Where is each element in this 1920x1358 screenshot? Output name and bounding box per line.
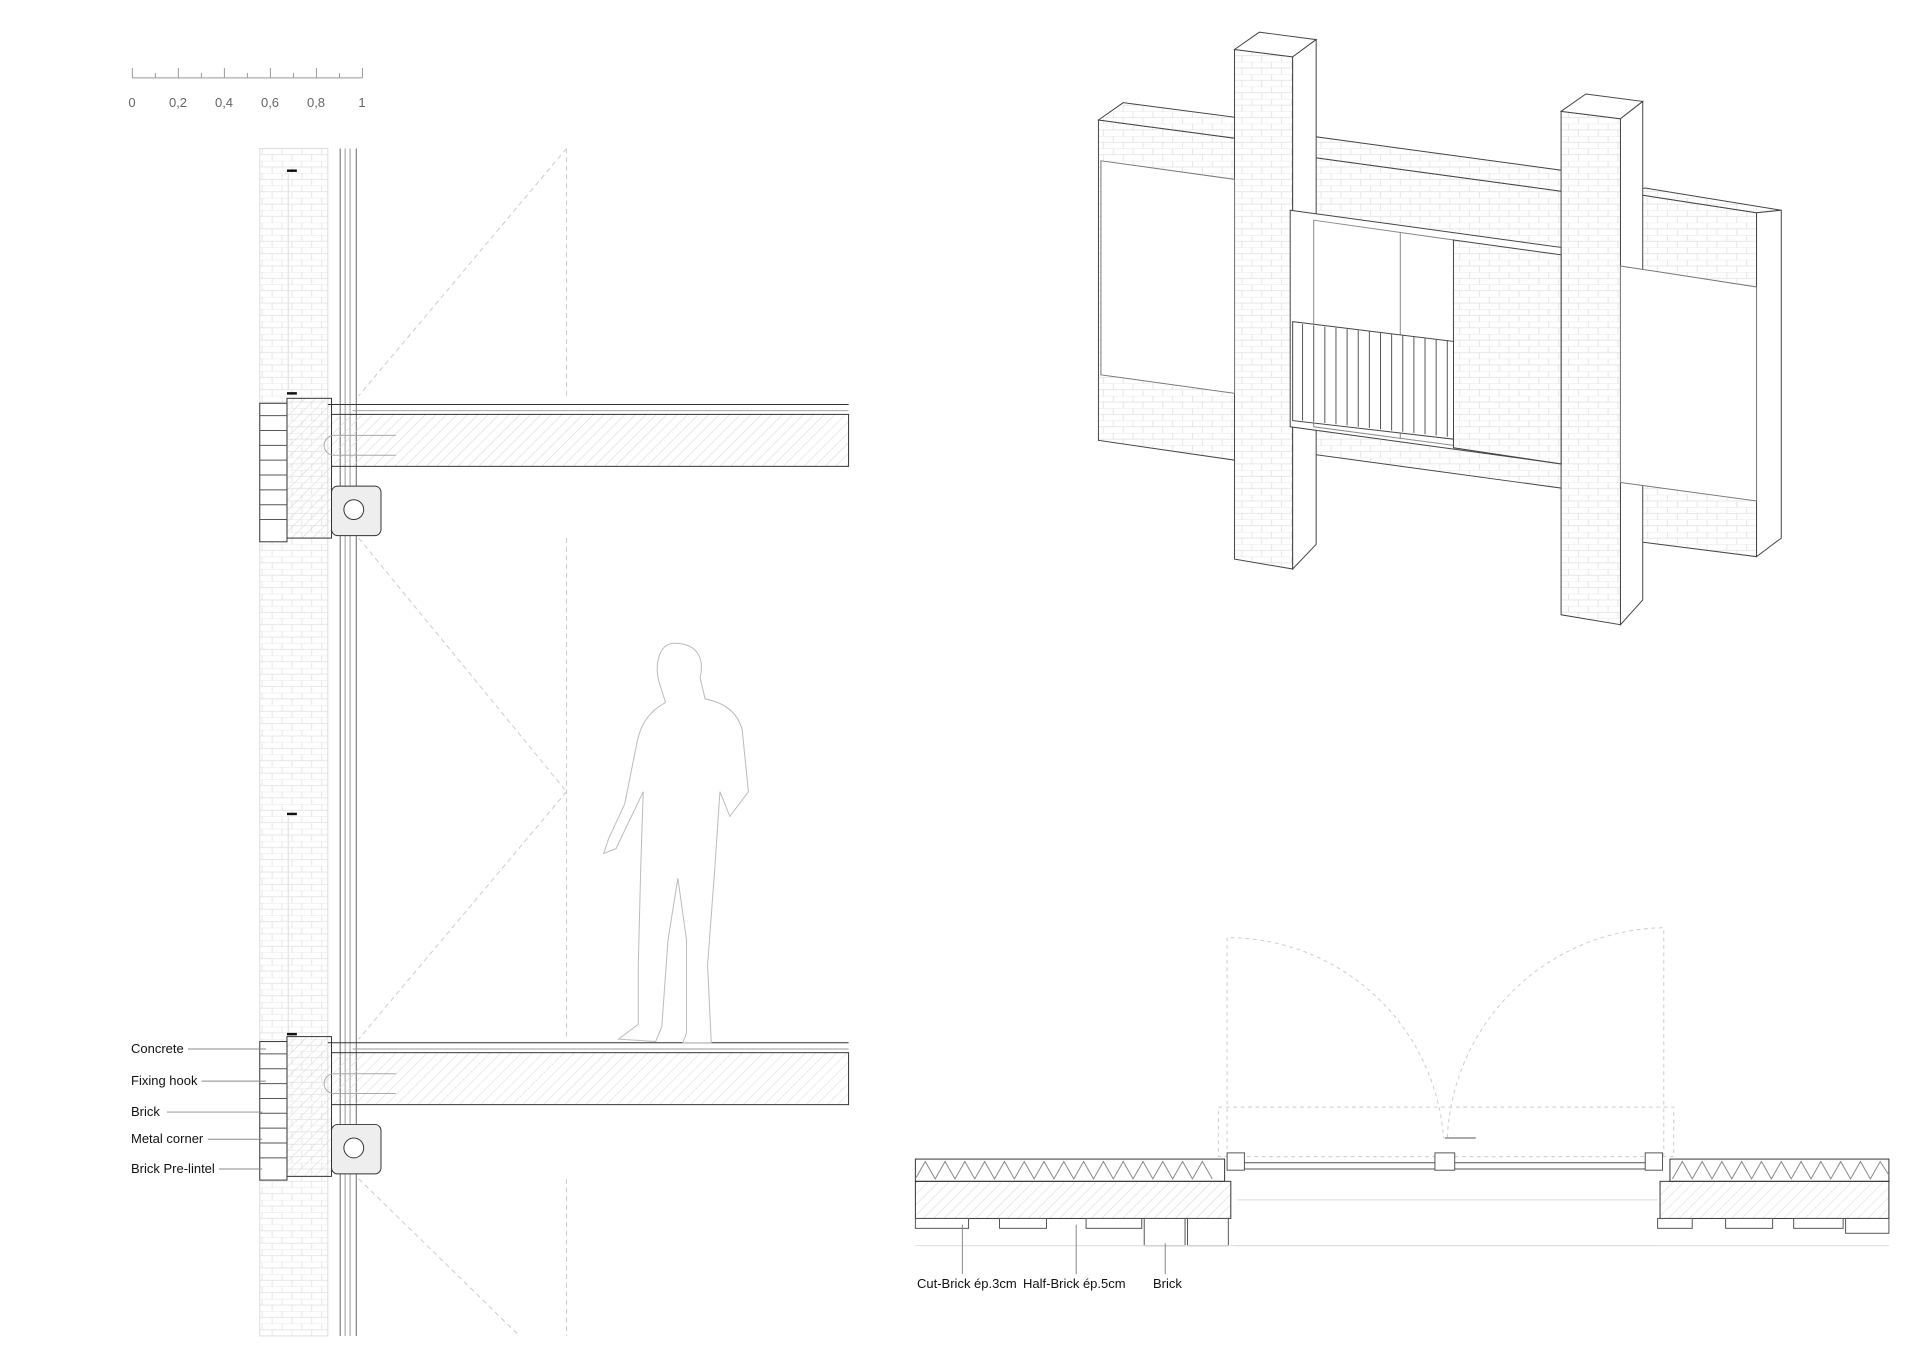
plan-detail	[914, 927, 1890, 1275]
label-brick: Brick	[131, 1104, 160, 1119]
floor-slab-lower	[166, 1036, 850, 1181]
label-fixing-hook: Fixing hook	[131, 1073, 198, 1088]
floor-slab-upper	[259, 397, 850, 543]
label-half-brick: Half-Brick ép.5cm	[1023, 1276, 1126, 1291]
label-metal-corner: Metal corner	[131, 1131, 204, 1146]
scale-bar	[131, 68, 363, 79]
scale-tick-label: 0,6	[260, 95, 280, 110]
axonometric-view	[1097, 31, 1782, 626]
person-silhouette	[602, 642, 749, 1044]
scale-tick-label: 0,2	[168, 95, 188, 110]
scale-tick-label: 1	[358, 95, 366, 110]
label-brick-pre-lintel: Brick Pre-lintel	[131, 1161, 215, 1176]
label-plan-brick: Brick	[1153, 1276, 1182, 1291]
label-concrete: Concrete	[131, 1041, 184, 1056]
scale-tick-label: 0,8	[306, 95, 326, 110]
scale-tick-label: 0	[128, 95, 136, 110]
label-cut-brick: Cut-Brick ép.3cm	[917, 1276, 1017, 1291]
scale-tick-label: 0,4	[214, 95, 234, 110]
